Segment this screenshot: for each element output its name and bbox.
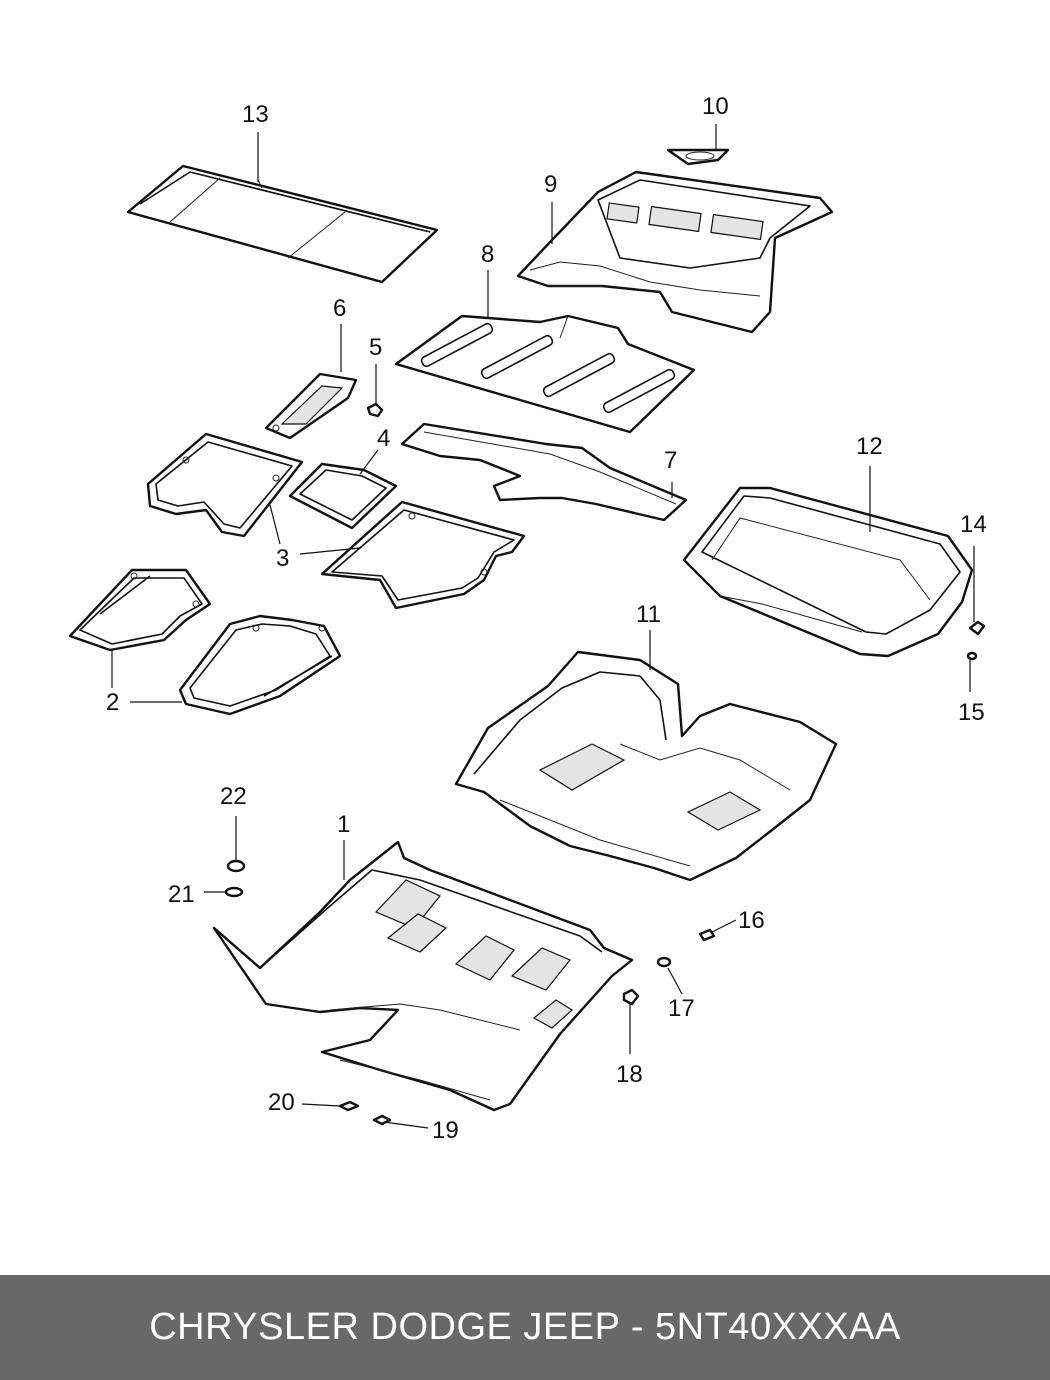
part-11-rear-liner [454,650,838,882]
callout-10: 10 [702,93,729,120]
callout-labels: 13 10 9 8 6 5 4 7 12 14 3 11 2 15 22 1 2… [106,93,987,1144]
callout-7: 7 [664,447,677,474]
part-18-fastener [622,988,640,1006]
callout-1: 1 [337,811,350,838]
part-5-clip [366,402,384,418]
part-7-strip [400,422,688,522]
part-4-pad [288,462,398,530]
callout-6: 6 [333,295,346,322]
callout-20: 20 [268,1089,295,1116]
part-8-floor-panel [394,314,696,434]
exploded-parts-diagram: 13 10 9 8 6 5 4 7 12 14 3 11 2 15 22 1 2… [68,93,987,1144]
footer-caption: CHRYSLER DODGE JEEP - 5NT40XXXAA [149,1306,901,1348]
callout-13: 13 [242,101,269,128]
part-2-mat-right [178,614,342,716]
part-17-fastener [656,956,672,968]
part-6-console-bracket [264,372,358,440]
callout-15: 15 [958,699,985,726]
callout-19: 19 [432,1117,459,1144]
callout-17: 17 [668,995,695,1022]
callout-5: 5 [369,334,382,361]
part-15-nut [966,651,978,661]
part-3-mat-left [146,432,304,538]
part-13-panel [126,164,439,284]
callout-22: 22 [220,783,247,810]
part-9-rear-panel [516,170,834,334]
callout-3: 3 [276,545,289,572]
part-12-storage-tub [682,486,974,658]
part-14-clip [968,620,986,636]
leader-lines [111,124,975,1129]
callout-16: 16 [738,907,765,934]
callout-8: 8 [481,241,494,268]
part-16-fastener [698,928,716,942]
callout-4: 4 [377,425,390,452]
footer-bar: CHRYSLER DODGE JEEP - 5NT40XXXAA [0,1275,1050,1380]
part-1-front-carpet [212,840,634,1112]
callout-2: 2 [106,689,119,716]
part-3-mat-right [320,500,526,610]
callout-12: 12 [856,433,883,460]
callout-18: 18 [616,1061,643,1088]
callout-21: 21 [168,881,195,908]
callout-9: 9 [544,171,557,198]
callout-14: 14 [960,511,987,538]
part-22-nut [226,859,246,873]
part-20-clip [338,1100,360,1112]
part-2-mat-left [68,568,212,652]
part-10-bracket [666,148,730,166]
part-21-washer [224,886,244,898]
callout-11: 11 [636,601,661,628]
